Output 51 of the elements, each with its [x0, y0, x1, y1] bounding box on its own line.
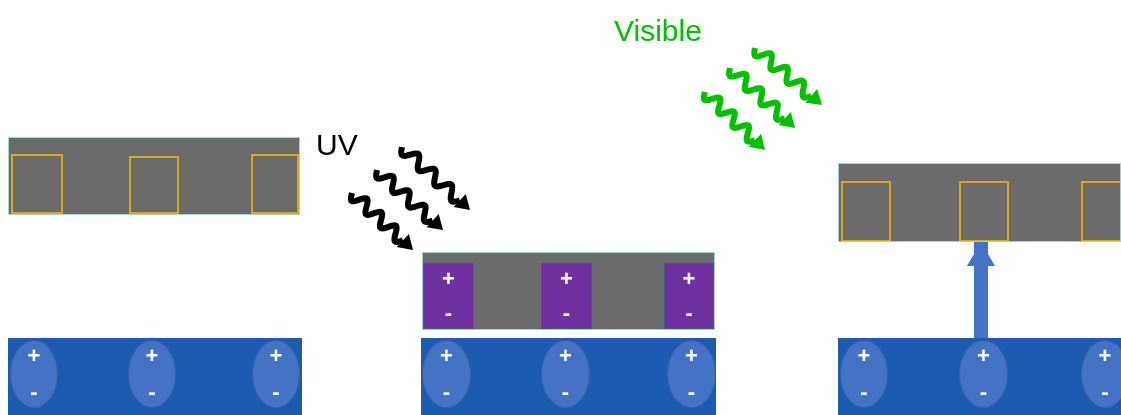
plus-sign: +: [857, 345, 871, 367]
light-label: Visible: [614, 13, 702, 49]
plus-sign: +: [27, 345, 41, 367]
substrate-bar: [8, 338, 302, 415]
charge-ellipse: [840, 340, 888, 408]
charged-cell: [423, 263, 474, 329]
plus-sign: +: [559, 345, 572, 367]
empty-cell: [251, 154, 299, 214]
empty-cell: [129, 156, 179, 214]
minus-sign: -: [442, 381, 451, 403]
empty-cell: [959, 181, 1009, 241]
charge-ellipse: [959, 340, 1008, 408]
light-label: UV: [316, 127, 358, 163]
substrate-bar: [838, 338, 1121, 415]
film-bar: [8, 137, 300, 215]
empty-cell: [11, 154, 63, 214]
plus-sign: +: [1098, 345, 1112, 367]
empty-cell: [1081, 181, 1120, 241]
minus-sign: -: [687, 381, 696, 403]
film-bar: [838, 163, 1121, 242]
charge-ellipse: [128, 340, 176, 408]
charge-ellipse: [1081, 340, 1121, 408]
plus-sign: +: [269, 345, 283, 367]
minus-sign: -: [272, 381, 280, 403]
charge-ellipse: [422, 340, 471, 408]
minus-sign: -: [562, 302, 571, 324]
minus-sign: -: [685, 302, 693, 324]
charge-ellipse: [541, 340, 590, 408]
film-bar: [422, 252, 715, 330]
minus-sign: -: [860, 381, 868, 403]
plus-sign: +: [145, 345, 159, 367]
plus-sign: +: [682, 268, 696, 290]
plus-sign: +: [560, 268, 573, 290]
charged-cell: [664, 263, 714, 329]
minus-sign: -: [30, 381, 38, 403]
minus-sign: -: [979, 381, 988, 403]
plus-sign: +: [442, 268, 455, 290]
block-arrow: [967, 242, 995, 338]
empty-cell: [841, 181, 891, 241]
charged-cell: [541, 263, 592, 329]
minus-sign: -: [444, 302, 453, 324]
minus-sign: -: [561, 381, 570, 403]
plus-sign: +: [440, 345, 453, 367]
charge-ellipse: [252, 340, 300, 408]
plus-sign: +: [685, 345, 698, 367]
substrate-bar: [421, 338, 716, 415]
plus-sign: +: [977, 345, 990, 367]
charge-ellipse: [10, 340, 58, 408]
minus-sign: -: [148, 381, 156, 403]
charge-ellipse: [667, 340, 716, 408]
minus-sign: -: [1101, 381, 1109, 403]
